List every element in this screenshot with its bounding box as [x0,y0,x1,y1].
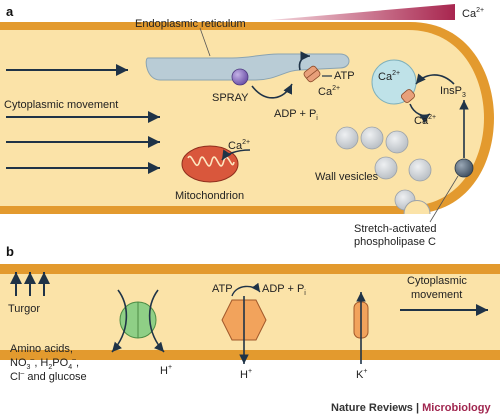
calcium-gradient-wedge [270,4,455,20]
er-atp-label: ATP [334,70,355,82]
wall-vesicle [408,158,432,182]
wall-vesicle [360,126,384,150]
cytoplasmic-movement-label: Cytoplasmic movement [4,99,118,111]
symport-arrow-left [111,289,128,353]
plc-leader-line [429,175,459,223]
spray-label: SPRAY [212,92,249,104]
turgor-label: Turgor [8,303,40,315]
pump-atp-label: ATP [212,283,233,295]
er-calcium-label: Ca2+ [318,85,340,98]
journal-credit: Nature Reviews | Microbiology [331,402,491,414]
symport-proton-label: H+ [160,364,172,377]
stretch-activated-plc [454,158,474,178]
panel-b-letter: b [6,244,14,259]
insp3-to-channel-arrow [415,73,455,85]
nutrient-label-line2: NO3–, H2PO4–, [10,356,79,371]
wall-vesicle [335,126,359,150]
panel-a-letter: a [6,4,14,19]
er-calcium-pump [303,65,321,83]
panel-b-cyto-label-line1: Cytoplasmic [407,275,467,287]
er-adp-label: ADP + Pi [274,108,318,122]
spray-channel [231,68,249,86]
wall-vesicle [374,156,398,180]
wall-vesicles [335,126,432,211]
wall-vesicle [385,130,409,154]
symport-arrow-right [148,289,165,353]
plasma-membrane-outer [0,264,500,274]
calcium-release-arrow [409,103,431,124]
spray-to-pump-arrow [251,83,293,99]
vacuole-calcium-label: Ca2+ [378,70,400,83]
mito-uptake-arrow [221,149,251,161]
insp3-label: InsP3 [440,85,466,99]
pump-adp-label: ADP + Pi [262,283,306,297]
plc-label-line1: Stretch-activated [354,223,437,235]
pump-proton-label: H+ [240,368,252,381]
endoplasmic-reticulum [145,53,350,81]
atp-hydrolysis-arrow [231,282,261,297]
calcium-gradient-label: Ca2+ [462,7,484,20]
vacuole-channel [401,89,415,103]
wall-vesicles-label: Wall vesicles [315,171,379,183]
turgor-arrows [10,272,50,296]
exocytosis-site [403,200,431,215]
mito-label: Mitochondrion [175,190,244,202]
er-label: Endoplasmic reticulum [135,18,246,30]
er-leader-line [199,27,211,57]
nutrient-label-line1: Amino acids, [10,343,73,355]
mito-calcium-label: Ca2+ [228,139,250,152]
cytoplasmic-flow-arrows [6,64,160,174]
panel-b-cyto-label-line2: movement [411,289,462,301]
plc-label-line2: phospholipase C [354,236,436,248]
plasma-membrane-inner [0,350,500,360]
released-calcium-label: Ca2+ [414,114,436,127]
nutrient-label-line3: Cl– and glucose [10,370,87,383]
potassium-label: K+ [356,368,367,381]
er-pump-uptake-arrow [298,51,311,71]
